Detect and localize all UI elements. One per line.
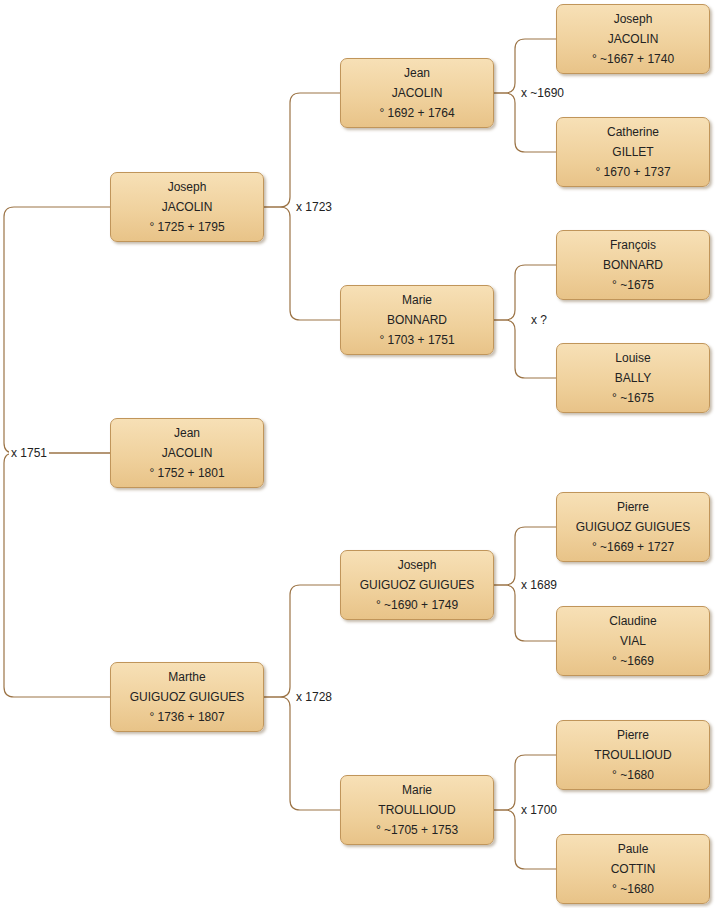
lineage-connector bbox=[4, 207, 110, 453]
marriage-label: x ~1690 bbox=[519, 86, 566, 100]
life-dates: ° 1703 + 1751 bbox=[379, 330, 454, 350]
person-box: JosephJACOLIN° 1725 + 1795 bbox=[110, 172, 264, 242]
lineage-connector bbox=[494, 320, 556, 378]
life-dates: ° ~1680 bbox=[612, 879, 654, 899]
marriage-label: x 1751 bbox=[9, 446, 49, 460]
life-dates: ° 1692 + 1764 bbox=[379, 103, 454, 123]
marriage-label: x 1689 bbox=[519, 578, 559, 592]
person-box: LouiseBALLY° ~1675 bbox=[556, 343, 710, 413]
life-dates: ° ~1675 bbox=[612, 388, 654, 408]
surname: JACOLIN bbox=[162, 197, 213, 217]
lineage-connector bbox=[264, 207, 340, 320]
surname: GILLET bbox=[612, 142, 653, 162]
life-dates: ° ~1669 + 1727 bbox=[592, 537, 674, 557]
life-dates: ° ~1690 + 1749 bbox=[376, 595, 458, 615]
surname: BALLY bbox=[615, 368, 651, 388]
marriage-label: x 1723 bbox=[294, 200, 334, 214]
person-box: PauleCOTTIN° ~1680 bbox=[556, 834, 710, 904]
lineage-connector bbox=[4, 453, 110, 697]
lineage-connector bbox=[494, 585, 556, 641]
surname: JACOLIN bbox=[608, 29, 659, 49]
lineage-connector bbox=[494, 810, 556, 869]
given-name: Joseph bbox=[614, 9, 653, 29]
life-dates: ° ~1675 bbox=[612, 275, 654, 295]
person-box: CatherineGILLET° 1670 + 1737 bbox=[556, 117, 710, 187]
given-name: Paule bbox=[618, 839, 649, 859]
lineage-connector bbox=[264, 585, 340, 697]
life-dates: ° ~1669 bbox=[612, 651, 654, 671]
surname: GUIGUOZ GUIGUES bbox=[576, 517, 691, 537]
life-dates: ° ~1667 + 1740 bbox=[592, 49, 674, 69]
life-dates: ° 1736 + 1807 bbox=[149, 707, 224, 727]
given-name: Jean bbox=[404, 63, 430, 83]
person-box: PierreGUIGUOZ GUIGUES° ~1669 + 1727 bbox=[556, 492, 710, 562]
given-name: Marie bbox=[402, 290, 432, 310]
given-name: Louise bbox=[615, 348, 650, 368]
lineage-connector bbox=[264, 697, 340, 810]
life-dates: ° 1670 + 1737 bbox=[595, 162, 670, 182]
given-name: Claudine bbox=[609, 611, 656, 631]
person-box: MarieBONNARD° 1703 + 1751 bbox=[340, 285, 494, 355]
surname: TROULLIOUD bbox=[378, 800, 455, 820]
life-dates: ° 1725 + 1795 bbox=[149, 217, 224, 237]
surname: JACOLIN bbox=[162, 443, 213, 463]
person-box: JosephGUIGUOZ GUIGUES° ~1690 + 1749 bbox=[340, 550, 494, 620]
given-name: Jean bbox=[174, 423, 200, 443]
lineage-connector bbox=[494, 93, 556, 152]
person-box: JeanJACOLIN° 1692 + 1764 bbox=[340, 58, 494, 128]
surname: COTTIN bbox=[611, 859, 656, 879]
lineage-connector bbox=[494, 527, 556, 585]
surname: TROULLIOUD bbox=[594, 745, 671, 765]
life-dates: ° ~1705 + 1753 bbox=[376, 820, 458, 840]
surname: GUIGUOZ GUIGUES bbox=[130, 687, 245, 707]
lineage-connector bbox=[494, 39, 556, 93]
surname: GUIGUOZ GUIGUES bbox=[360, 575, 475, 595]
marriage-label: x 1728 bbox=[294, 690, 334, 704]
person-box: JosephJACOLIN° ~1667 + 1740 bbox=[556, 4, 710, 74]
person-box: PierreTROULLIOUD° ~1680 bbox=[556, 720, 710, 790]
life-dates: ° 1752 + 1801 bbox=[149, 463, 224, 483]
given-name: Marie bbox=[402, 780, 432, 800]
surname: JACOLIN bbox=[392, 83, 443, 103]
lineage-connector bbox=[494, 755, 556, 810]
given-name: Joseph bbox=[398, 555, 437, 575]
given-name: Joseph bbox=[168, 177, 207, 197]
given-name: Catherine bbox=[607, 122, 659, 142]
person-box: JeanJACOLIN° 1752 + 1801 bbox=[110, 418, 264, 488]
lineage-connector bbox=[494, 265, 556, 320]
surname: VIAL bbox=[620, 631, 646, 651]
given-name: Pierre bbox=[617, 497, 649, 517]
surname: BONNARD bbox=[387, 310, 447, 330]
given-name: Pierre bbox=[617, 725, 649, 745]
lineage-connector bbox=[264, 93, 340, 207]
person-box: MarieTROULLIOUD° ~1705 + 1753 bbox=[340, 775, 494, 845]
given-name: Marthe bbox=[168, 667, 205, 687]
marriage-label: x 1700 bbox=[519, 803, 559, 817]
surname: BONNARD bbox=[603, 255, 663, 275]
given-name: François bbox=[610, 235, 656, 255]
person-box: MartheGUIGUOZ GUIGUES° 1736 + 1807 bbox=[110, 662, 264, 732]
marriage-label: x ? bbox=[529, 313, 549, 327]
person-box: ClaudineVIAL° ~1669 bbox=[556, 606, 710, 676]
life-dates: ° ~1680 bbox=[612, 765, 654, 785]
person-box: FrançoisBONNARD° ~1675 bbox=[556, 230, 710, 300]
